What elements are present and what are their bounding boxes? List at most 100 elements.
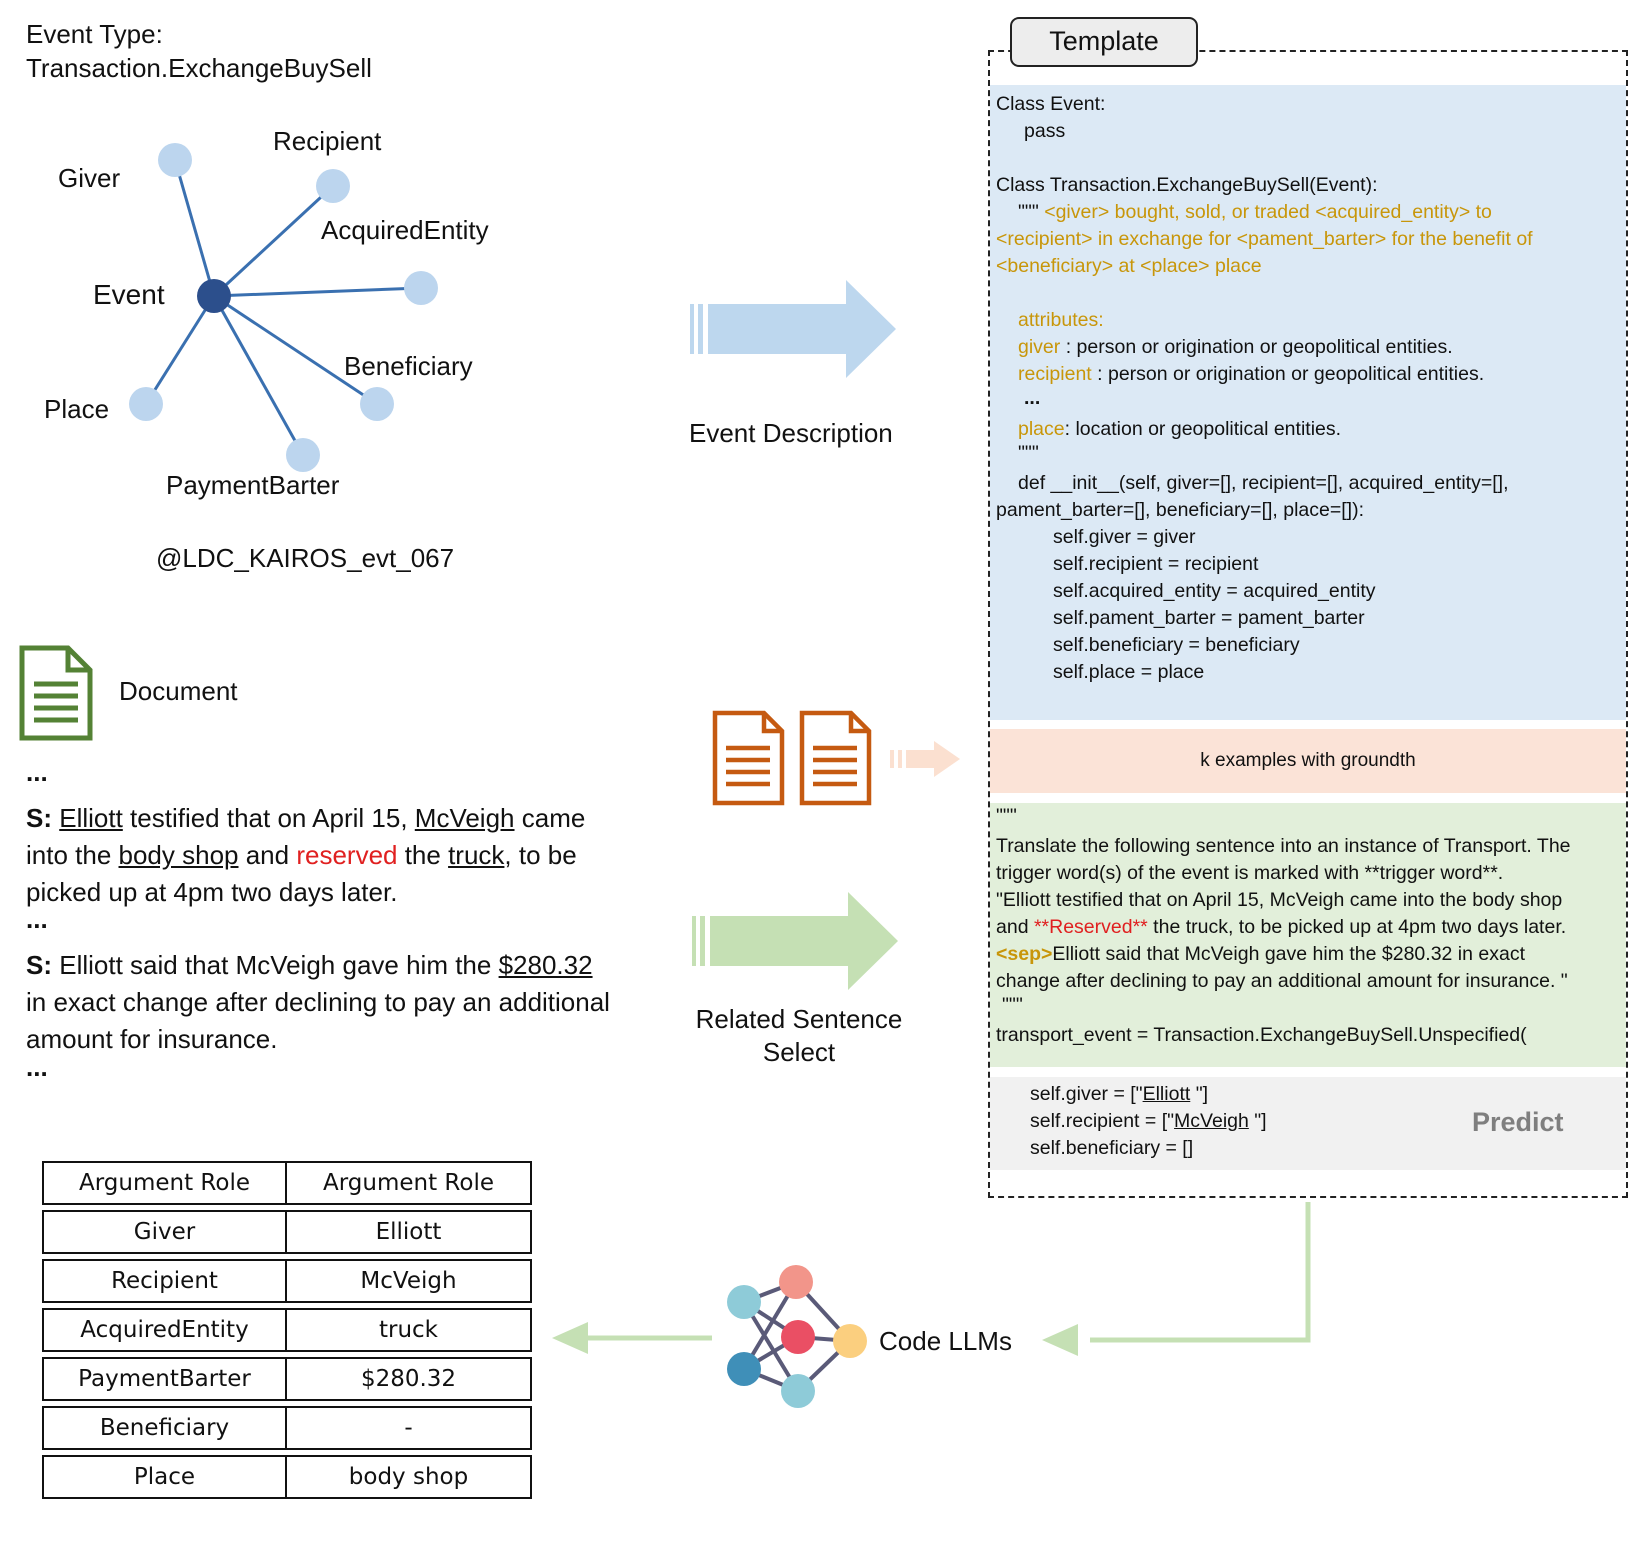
table-row: Place body shop <box>42 1455 532 1499</box>
node-acquired-entity <box>404 271 438 305</box>
role-cell: AcquiredEntity <box>42 1308 287 1352</box>
role-label-beneficiary: Beneficiary <box>344 351 473 381</box>
attr-name: giver <box>1018 336 1061 358</box>
node-giver <box>158 143 192 177</box>
edge-giver <box>173 159 216 297</box>
code-line: """ <box>1018 442 1039 464</box>
s-prefix: S: <box>26 803 52 833</box>
trigger-marker: **Reserved** <box>1033 916 1148 938</box>
code-llms-label: Code LLMs <box>879 1326 1012 1356</box>
code-line: self.giver = ["Elliott "] <box>1030 1081 1267 1108</box>
event-type-value: Transaction.ExchangeBuySell <box>26 53 372 83</box>
table-row: Giver Elliott <box>42 1210 532 1254</box>
attr-desc: : location or geopolitical entities. <box>1064 418 1342 440</box>
role-label-acquired-entity: AcquiredEntity <box>321 215 489 245</box>
sentence-text: into the <box>26 840 119 870</box>
sentence-text: testified that on April 15, <box>122 803 415 833</box>
code-line: """ <box>996 805 1017 827</box>
sep-token: <sep> <box>996 943 1053 965</box>
table-header-cell: Argument Role <box>42 1161 287 1205</box>
pred-giver: Elliott <box>1142 1083 1191 1105</box>
related-sentence-label-1: Related Sentence <box>695 1004 903 1034</box>
code-line: and **Reserved** the truck, to be picked… <box>996 914 1571 941</box>
code-text: and <box>996 916 1034 938</box>
example-documents-icon <box>712 710 872 806</box>
table-row: PaymentBarter $280.32 <box>42 1357 532 1401</box>
code-line: self.place = place <box>1053 661 1205 683</box>
llm-node <box>781 1320 815 1354</box>
table-row: AcquiredEntity truck <box>42 1308 532 1352</box>
attr-desc: : person or origination or geopolitical … <box>1091 363 1485 385</box>
prediction-code: self.giver = ["Elliott "] self.recipient… <box>1030 1081 1267 1162</box>
predict-label: Predict <box>1472 1107 1564 1137</box>
role-cell: PaymentBarter <box>42 1357 287 1401</box>
ellipsis-1: ... <box>26 757 48 787</box>
llm-node <box>781 1374 815 1408</box>
pred-recipient: McVeigh <box>1174 1110 1249 1132</box>
code-line: place: location or geopolitical entities… <box>996 416 1533 443</box>
table-row: Recipient McVeigh <box>42 1259 532 1303</box>
edge-place <box>144 295 216 405</box>
arg-elliott: Elliott <box>59 803 123 833</box>
table-header-row: Argument Role Argument Role <box>42 1161 532 1205</box>
sentence-1: S: Elliott testified that on April 15, M… <box>26 800 666 911</box>
template-tab: Template <box>1010 17 1198 67</box>
sentence-text: came <box>514 803 586 833</box>
argument-cell: - <box>287 1406 532 1450</box>
code-text: Elliott said that McVeigh gave him the $… <box>1052 943 1526 965</box>
sentence-text: , to be <box>504 840 577 870</box>
event-graph <box>129 143 438 472</box>
sentence-text: picked up at 4pm two days later. <box>26 877 398 907</box>
sentence-text: the <box>397 840 449 870</box>
edge-recipient <box>212 184 335 298</box>
related-sentence-label-2: Select <box>762 1037 836 1067</box>
argument-cell: body shop <box>287 1455 532 1499</box>
docstring-quote: """ <box>1018 201 1045 223</box>
examples-arrow <box>890 741 960 777</box>
code-line: <recipient> in exchange for <pament_bart… <box>996 228 1533 250</box>
code-llm-network-icon <box>727 1265 867 1408</box>
llm-node <box>727 1352 761 1386</box>
ellipsis-2: ... <box>26 904 48 934</box>
template-panel <box>988 50 1628 1198</box>
role-cell: Recipient <box>42 1259 287 1303</box>
trigger-reserved: reserved <box>296 840 398 870</box>
related-sentence-arrow <box>692 892 898 990</box>
code-line: """ <box>1002 994 1023 1016</box>
code-line: Class Event: <box>996 93 1106 115</box>
code-line: giver : person or origination or geopoli… <box>996 334 1533 361</box>
code-text: the truck, to be picked up at 4pm two da… <box>1147 916 1567 938</box>
code-text: self.recipient = [" <box>1030 1110 1175 1132</box>
sentence-2: S: Elliott said that McVeigh gave him th… <box>26 947 686 1058</box>
code-line: attributes: <box>1018 309 1104 331</box>
code-line: self.acquired_entity = acquired_entity <box>1053 580 1376 602</box>
document-label: Document <box>119 676 238 706</box>
event-center-label: Event <box>93 279 165 310</box>
code-line: <sep>Elliott said that McVeigh gave him … <box>996 941 1571 968</box>
source-id: @LDC_KAIROS_evt_067 <box>156 543 455 573</box>
code-line: def __init__(self, giver=[], recipient=[… <box>1018 472 1509 494</box>
table-row: Beneficiary - <box>42 1406 532 1450</box>
argument-cell: truck <box>287 1308 532 1352</box>
arg-payment: $280.32 <box>498 950 593 980</box>
llm-node <box>727 1285 761 1319</box>
sentence-text: Elliott said that McVeigh gave him the <box>52 950 499 980</box>
s-prefix: S: <box>26 950 52 980</box>
code-line: self.pament_barter = pament_barter <box>1053 607 1365 629</box>
argument-table: Argument Role Argument Role Giver Elliot… <box>42 1156 532 1504</box>
edge-acquired-entity <box>213 286 422 298</box>
argument-cell: $280.32 <box>287 1357 532 1401</box>
instruction-code: """ Translate the following sentence int… <box>996 806 1571 1049</box>
prediction-block <box>990 1077 1626 1170</box>
code-line: Class Transaction.ExchangeBuySell(Event)… <box>996 174 1378 196</box>
node-payment-barter <box>286 438 320 472</box>
code-line: change after declining to pay an additio… <box>996 970 1568 992</box>
node-place <box>129 387 163 421</box>
event-description-arrow <box>690 280 896 378</box>
argument-cell: Elliott <box>287 1210 532 1254</box>
ellipsis-3: ... <box>26 1052 48 1082</box>
attr-name: recipient <box>1018 363 1092 385</box>
sentence-text: in exact change after declining to pay a… <box>26 987 610 1017</box>
code-line: self.giver = giver <box>1053 526 1196 548</box>
llm-node <box>833 1324 867 1358</box>
